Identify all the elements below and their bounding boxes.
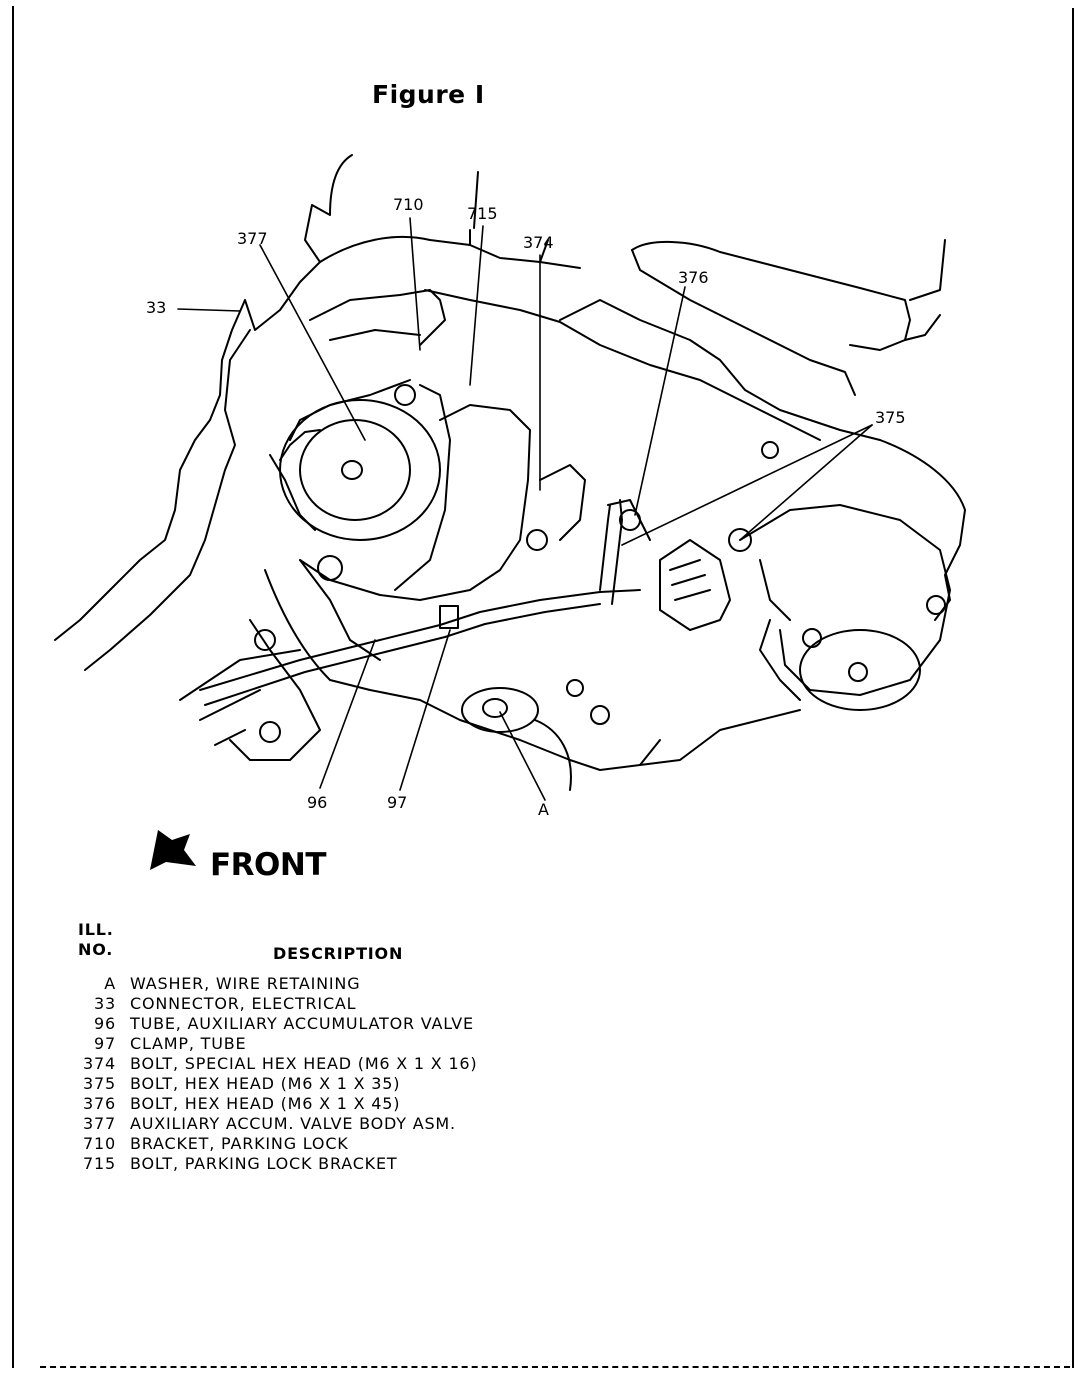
transmission-case — [54, 154, 966, 771]
callout-376: 376 — [678, 268, 709, 287]
legend-table: A WASHER, WIRE RETAINING 33 CONNECTOR, ELE… — [78, 974, 477, 1174]
parts-legend: ILL. NO. DESCRIPTION A WASHER, WIRE RETAI… — [78, 920, 477, 1174]
figure-title: Figure I — [372, 80, 485, 109]
page-border-right — [1072, 8, 1074, 1368]
legend-row: A WASHER, WIRE RETAINING — [78, 974, 477, 994]
washer-a — [461, 687, 572, 791]
callout-96: 96 — [307, 793, 328, 812]
legend-item-no: 33 — [94, 994, 116, 1013]
legend-item-desc: BOLT, PARKING LOCK BRACKET — [130, 1154, 398, 1173]
page-border-bottom — [40, 1366, 1070, 1368]
parking-lock-bracket-710 — [309, 289, 731, 631]
valve-body-377 — [269, 379, 531, 601]
legend-row: 97 CLAMP, TUBE — [78, 1034, 477, 1054]
callout-97: 97 — [387, 793, 408, 812]
legend-item-no: 96 — [94, 1014, 116, 1033]
legend-item-no: 374 — [83, 1054, 116, 1073]
legend-item-no: 375 — [83, 1074, 116, 1093]
callout-375: 375 — [875, 408, 906, 427]
legend-item-desc: AUXILIARY ACCUM. VALVE BODY ASM. — [130, 1114, 456, 1133]
legend-item-no: 715 — [83, 1154, 116, 1173]
legend-row: 374 BOLT, SPECIAL HEX HEAD (M6 X 1 X 16) — [78, 1054, 477, 1074]
front-label: FRONT — [210, 847, 327, 883]
legend-item-no: A — [104, 974, 116, 993]
accumulator-housing — [728, 504, 951, 711]
front-arrow-icon — [150, 830, 196, 870]
callout-374: 374 — [523, 233, 554, 252]
legend-item-desc: BOLT, SPECIAL HEX HEAD (M6 X 1 X 16) — [130, 1054, 478, 1073]
callout-710: 710 — [393, 195, 424, 214]
legend-item-desc: BRACKET, PARKING LOCK — [130, 1134, 349, 1153]
legend-row: 376 BOLT, HEX HEAD (M6 X 1 X 45) — [78, 1094, 477, 1114]
legend-item-desc: BOLT, HEX HEAD (M6 X 1 X 35) — [130, 1074, 401, 1093]
legend-item-desc: CLAMP, TUBE — [130, 1034, 247, 1053]
leader-lines — [177, 217, 873, 801]
legend-row: 377 AUXILIARY ACCUM. VALVE BODY ASM. — [78, 1114, 477, 1134]
legend-item-no: 376 — [83, 1094, 116, 1113]
legend-item-desc: CONNECTOR, ELECTRICAL — [130, 994, 357, 1013]
callout-33: 33 — [146, 298, 167, 317]
callout-377: 377 — [237, 229, 268, 248]
legend-item-desc: WASHER, WIRE RETAINING — [130, 974, 361, 993]
legend-item-desc: BOLT, HEX HEAD (M6 X 1 X 45) — [130, 1094, 401, 1113]
callout-715: 715 — [467, 204, 498, 223]
legend-row: 715 BOLT, PARKING LOCK BRACKET — [78, 1154, 477, 1174]
legend-item-no: 97 — [94, 1034, 116, 1053]
legend-row: 375 BOLT, HEX HEAD (M6 X 1 X 35) — [78, 1074, 477, 1094]
legend-header-ill: ILL. — [78, 920, 114, 939]
case-bolts — [254, 441, 779, 743]
legend-row: 96 TUBE, AUXILIARY ACCUMULATOR VALVE — [78, 1014, 477, 1034]
page-border-left — [12, 6, 14, 1368]
legend-item-no: 710 — [83, 1134, 116, 1153]
legend-row: 33 CONNECTOR, ELECTRICAL — [78, 994, 477, 1014]
legend-item-no: 377 — [83, 1114, 116, 1133]
legend-item-desc: TUBE, AUXILIARY ACCUMULATOR VALVE — [130, 1014, 474, 1033]
tube-96 — [199, 499, 651, 706]
legend-row: 710 BRACKET, PARKING LOCK — [78, 1134, 477, 1154]
legend-header-description: DESCRIPTION — [273, 944, 404, 963]
legend-header-no: NO. — [78, 940, 114, 959]
callout-a: A — [538, 800, 549, 819]
